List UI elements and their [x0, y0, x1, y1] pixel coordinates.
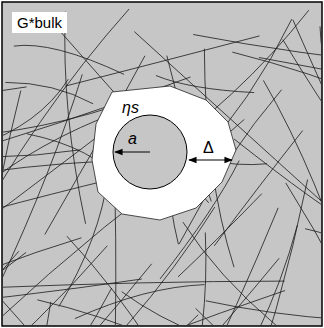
fiber [14, 291, 285, 326]
fiber [232, 52, 321, 167]
viscosity-label: ηs [122, 100, 139, 116]
fiber [3, 87, 27, 139]
fiber [43, 302, 51, 325]
fiber [37, 300, 258, 325]
fiber [283, 40, 321, 281]
fiber [193, 35, 321, 67]
gap-arrow [189, 159, 232, 160]
fiber [3, 251, 19, 325]
fiber [191, 19, 292, 167]
fiber [3, 281, 285, 288]
fiber [234, 139, 321, 232]
fiber [236, 180, 307, 326]
fiber [122, 292, 306, 325]
fiber [19, 264, 152, 325]
fiber [67, 236, 154, 325]
probe-particle [113, 115, 187, 189]
fiber [259, 58, 321, 109]
fiber [5, 82, 93, 103]
bulk-ground [2, 2, 322, 326]
fiber-network [3, 9, 321, 325]
fiber [3, 150, 80, 157]
fiber [27, 207, 215, 325]
fiber [320, 26, 321, 179]
modulus-box: G*bulk [12, 12, 67, 33]
radius-arrow [115, 151, 150, 152]
fiber [293, 20, 321, 171]
fiber [75, 285, 205, 319]
gap-label: Δ [203, 140, 214, 156]
fiber [305, 229, 321, 290]
fiber [196, 308, 294, 325]
fiber [206, 301, 321, 322]
fiber [3, 74, 82, 286]
fiber [65, 12, 86, 224]
fiber [3, 279, 142, 310]
fiber [90, 258, 280, 325]
fiber [14, 45, 124, 74]
modulus-label: G*bulk [17, 14, 62, 31]
solvent-hole [92, 86, 236, 220]
fiber [3, 288, 112, 325]
fiber [184, 233, 206, 326]
radius-label: a [128, 131, 137, 147]
fiber [3, 315, 198, 325]
fiber [3, 252, 26, 325]
